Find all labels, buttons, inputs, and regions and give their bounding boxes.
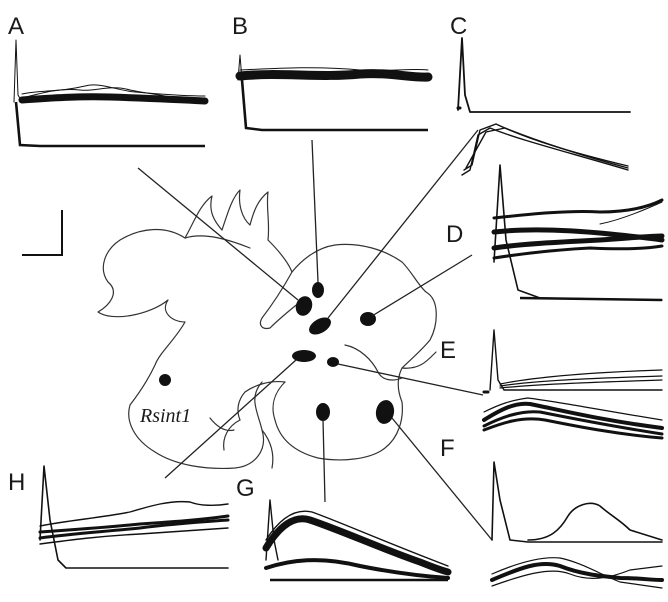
cell-e-soma: [327, 357, 339, 367]
leader-d: [372, 255, 472, 316]
leader-g: [323, 420, 325, 502]
panel-label-e: E: [440, 337, 456, 364]
cell-c-soma: [306, 314, 334, 338]
leader-a: [138, 168, 298, 300]
trace-group-h: [40, 466, 228, 568]
trace-group-a: [14, 40, 205, 146]
cell-f-soma: [374, 399, 396, 426]
panel-label-a: A: [8, 13, 24, 40]
leader-lines: [138, 130, 492, 540]
cell-b-soma: [312, 282, 324, 298]
panel-label-d: D: [446, 221, 463, 248]
panel-label-h: H: [8, 469, 25, 496]
panel-label-b: B: [232, 13, 248, 40]
region-label-rsint1: Rsint1: [139, 405, 191, 427]
leader-b: [312, 140, 318, 282]
panel-label-f: F: [440, 435, 455, 462]
trace-group-b: [238, 55, 428, 130]
cell-a-soma: [293, 294, 315, 318]
trace-group-c: [458, 38, 630, 175]
trace-group-f: [492, 462, 662, 588]
cell-d-soma: [360, 312, 376, 326]
leader-e: [338, 364, 483, 395]
cell-bodies: [159, 282, 396, 425]
scale-bar: [22, 210, 62, 255]
trace-group-e: [484, 330, 662, 438]
rsint1-soma: [159, 374, 171, 386]
panel-label-c: C: [450, 13, 467, 40]
trace-group-d: [494, 165, 662, 300]
trace-group-g: [266, 500, 448, 580]
cell-g-soma: [316, 403, 330, 421]
panel-label-g: G: [236, 475, 255, 502]
